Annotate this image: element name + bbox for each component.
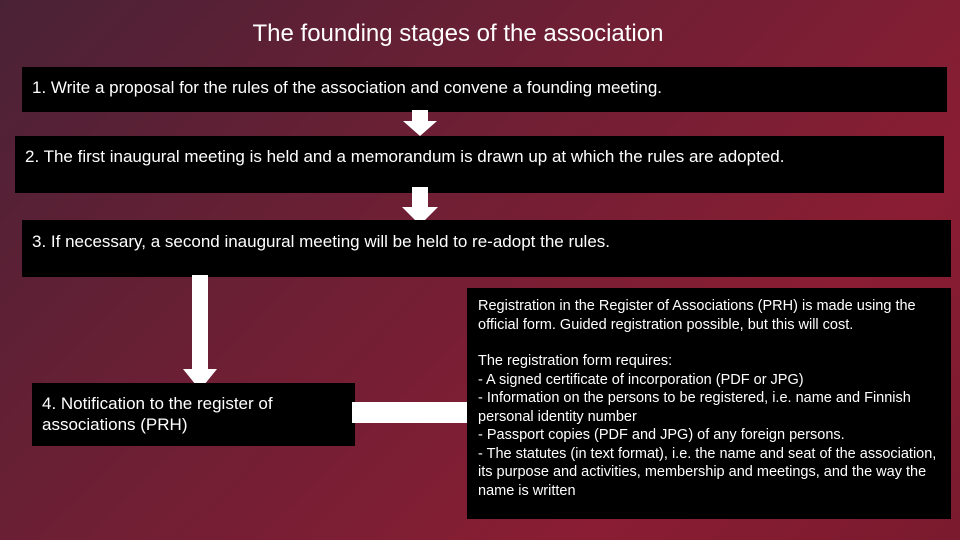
step-3-box: 3. If necessary, a second inaugural meet… [22, 220, 951, 277]
arrow-step2-to-step3 [402, 187, 438, 225]
step-2-box: 2. The first inaugural meeting is held a… [15, 136, 944, 193]
connector-bar [352, 402, 469, 423]
registration-details-box: Registration in the Register of Associat… [467, 288, 951, 519]
arrow-step1-to-step2 [403, 110, 437, 136]
registration-requirements: The registration form requires: - A sign… [478, 353, 937, 499]
step-4-box: 4. Notification to the register of assoc… [32, 383, 355, 446]
arrow-step3-to-step4 [183, 275, 217, 390]
step-1-box: 1. Write a proposal for the rules of the… [22, 67, 947, 112]
diagram-title: The founding stages of the association [252, 20, 664, 47]
registration-intro: Registration in the Register of Associat… [478, 298, 916, 333]
